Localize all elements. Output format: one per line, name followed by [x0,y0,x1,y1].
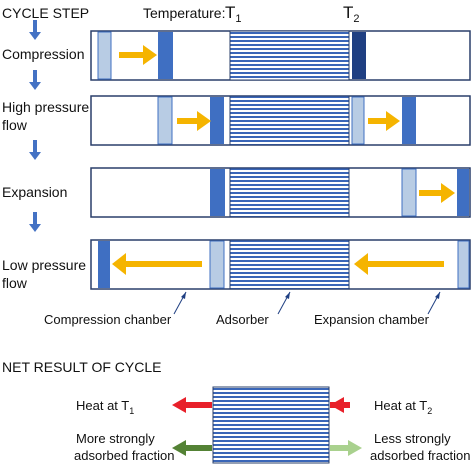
step-arrow-1 [29,20,41,40]
flow-arrow-right [419,183,455,203]
step-arrow-4 [29,212,41,232]
flow-arrow-left-1 [112,253,202,275]
cylinder-expansion [90,167,471,218]
step-label-low-pressure-1: Low pressure [2,257,86,273]
heat-at-t1-label: Heat at T1 [76,398,134,416]
strong-fraction-label-1: More strongly [76,431,155,446]
temperature-label: Temperature: [143,5,225,21]
piston-right-inner [351,96,365,145]
adsorber-label: Adsorber [216,312,269,327]
flow-arrow-right-2 [368,111,400,131]
heat-arrow-left [172,397,212,413]
weak-fraction-arrow [330,440,362,456]
weak-fraction-label-2: adsorbed fraction [370,448,470,463]
piston-right [401,168,417,217]
piston-left-inner [210,169,225,216]
piston-right [402,97,416,144]
net-adsorber [212,386,330,464]
compression-chamber-label: Compression chanber [44,312,172,327]
piston-left [97,31,112,80]
weak-fraction-label-1: Less strongly [374,431,451,446]
pointer-head [285,292,290,299]
piston-right-inner [352,32,366,79]
net-result-title: NET RESULT OF CYCLE [2,359,161,375]
piston-left-inner [158,32,173,79]
step-label-expansion: Expansion [2,184,67,200]
step-arrow-2 [29,70,41,90]
piston-right-end [457,240,470,289]
adsorber-bed [229,95,350,146]
pointer-head [181,292,186,299]
strong-fraction-arrow [172,440,212,456]
step-label-low-pressure-2: flow [2,275,28,291]
pointer-head [435,292,440,299]
flow-arrow-left-2 [354,253,444,275]
heat-arrow-right [330,397,350,413]
adsorber-bed [229,239,350,290]
piston-left-inner [210,97,224,144]
cylinder-compression [90,30,471,81]
heat-at-t2-label: Heat at T2 [374,398,432,416]
cycle-step-header: CYCLE STEP [2,5,89,21]
piston-left-end [98,241,110,288]
cylinder-low-pressure-flow [90,239,471,290]
cylinder-high-pressure-flow [90,95,471,146]
piston-left [157,96,173,145]
expansion-chamber-label: Expansion chamber [314,312,430,327]
t1-label: T1 [225,3,242,25]
adsorber-bed [229,30,350,81]
flow-arrow-right [119,45,157,65]
step-label-high-pressure-2: flow [2,117,28,133]
flow-arrow-right-1 [177,111,211,131]
step-label-compression: Compression [2,46,84,62]
piston-left-inner [209,240,225,289]
step-label-high-pressure-1: High pressure [2,99,89,115]
strong-fraction-label-2: adsorbed fraction [74,448,174,463]
t2-label: T2 [343,3,360,25]
step-arrow-3 [29,140,41,160]
piston-right-end [457,169,469,216]
adsorber-bed [229,167,350,218]
